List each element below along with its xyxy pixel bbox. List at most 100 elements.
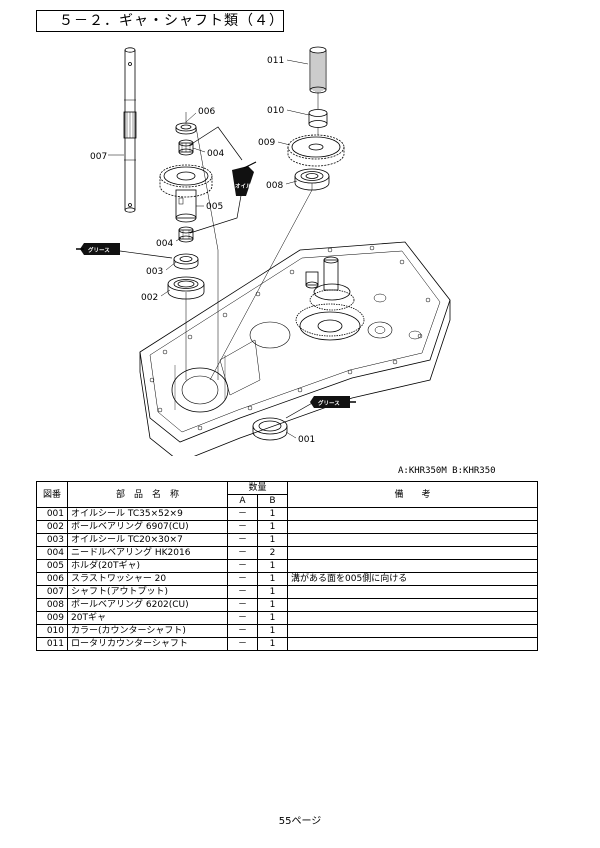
qty-a-cell: － [227, 585, 258, 599]
qty-b-cell: 1 [256, 559, 289, 573]
header-part-name: 部 品 名 称 [67, 481, 228, 508]
grease-tag-left-label: グリース [88, 246, 110, 254]
qty-a-cell: － [227, 598, 258, 612]
fig-no-cell: 004 [36, 546, 68, 560]
fig-no-cell: 007 [36, 585, 68, 599]
table-row: 007 シャフト(アウトプット) － 1 [36, 585, 538, 599]
page-title: ５－２．ギャ・シャフト類（４） [36, 10, 284, 32]
remarks-cell [287, 546, 538, 560]
qty-b-cell: 1 [256, 533, 289, 547]
label-003: 003 [146, 267, 163, 277]
part-name-cell: ロータリカウンターシャフト [67, 637, 228, 651]
fig-no-cell: 001 [36, 507, 68, 521]
header-col-a: A [227, 494, 258, 508]
label-002: 002 [141, 293, 158, 303]
needle-bearing-004-upper [178, 139, 194, 156]
table-row: 001 オイルシール TC35×52×9 － 1 [36, 507, 538, 521]
gearbox-case [139, 241, 451, 456]
qty-a-cell: － [227, 637, 258, 651]
remarks-cell: 溝がある面を005側に向ける [287, 572, 538, 586]
assembly-lines [185, 93, 319, 381]
header-remarks: 備 考 [287, 481, 538, 508]
callout-arrows [119, 126, 315, 419]
fig-no-cell: 010 [36, 624, 68, 638]
remarks-cell [287, 559, 538, 573]
page-number: 55ページ [278, 816, 322, 827]
label-004-lower: 004 [156, 239, 173, 249]
table-row: 003 オイルシール TC20×30×7 － 1 [36, 533, 538, 547]
qty-b-cell: 2 [256, 546, 289, 560]
part-name-cell: ボールベアリング 6202(CU) [67, 598, 228, 612]
qty-a-cell: － [227, 546, 258, 560]
qty-a-cell: － [227, 559, 258, 573]
table-row: 006 スラストワッシャー 20 － 1 溝がある面を005側に向ける [36, 572, 538, 586]
table-row: 005 ホルダ(20Tギャ) － 1 [36, 559, 538, 573]
grease-callout-right: グリース [310, 396, 356, 408]
qty-b-cell: 1 [256, 624, 289, 638]
label-010: 010 [267, 106, 284, 116]
fig-no-cell: 002 [36, 520, 68, 534]
qty-b-cell: 1 [256, 520, 289, 534]
label-005: 005 [206, 202, 223, 212]
fig-no-cell: 008 [36, 598, 68, 612]
internal-gear-cluster [295, 256, 365, 341]
parts-table: 図番 部 品 名 称 数量 備 考 A B 001 オイルシール TC35×52… [36, 481, 538, 651]
fig-no-cell: 006 [36, 572, 68, 586]
remarks-cell [287, 624, 538, 638]
qty-b-cell: 1 [256, 507, 289, 521]
part-name-cell: シャフト(アウトプット) [67, 585, 228, 599]
remarks-cell [287, 637, 538, 651]
qty-a-cell: － [227, 572, 258, 586]
label-006: 006 [198, 107, 215, 117]
grease-callout-left: グリース [76, 243, 120, 255]
remarks-cell [287, 598, 538, 612]
label-004-upper: 004 [207, 149, 224, 159]
qty-b-cell: 1 [256, 572, 289, 586]
part-name-cell: オイルシール TC20×30×7 [67, 533, 228, 547]
table-row: 009 20Tギャ － 1 [36, 611, 538, 625]
table-row: 002 ボールベアリング 6907(CU) － 1 [36, 520, 538, 534]
oil-callout: オイル [232, 161, 257, 196]
needle-bearing-004-lower [178, 226, 194, 243]
gear-20t-009 [287, 134, 345, 167]
fig-no-cell: 005 [36, 559, 68, 573]
label-008: 008 [266, 181, 283, 191]
part-name-cell: カラー(カウンターシャフト) [67, 624, 228, 638]
qty-b-cell: 1 [256, 585, 289, 599]
gear-20t-on-holder [159, 164, 213, 198]
collar-010 [308, 109, 328, 128]
leader-lines [108, 59, 310, 439]
qty-a-cell: － [227, 624, 258, 638]
washer-006 [175, 122, 197, 135]
header-quantity: 数量 [226, 481, 289, 495]
qty-b-cell: 1 [256, 637, 289, 651]
oil-tag-label: オイル [235, 183, 252, 190]
label-001: 001 [298, 435, 315, 445]
table-row: 004 ニードルベアリング HK2016 － 2 [36, 546, 538, 560]
part-name-cell: 20Tギャ [67, 611, 228, 625]
qty-a-cell: － [227, 533, 258, 547]
header-fig-no: 図番 [36, 481, 68, 508]
fig-no-cell: 009 [36, 611, 68, 625]
holder-005 [175, 189, 197, 223]
part-name-cell: ホルダ(20Tギャ) [67, 559, 228, 573]
model-legend: A:KHR350M B:KHR350 [398, 466, 496, 476]
header-col-b: B [256, 494, 289, 508]
remarks-cell [287, 507, 538, 521]
label-007: 007 [90, 152, 107, 162]
fig-no-cell: 011 [36, 637, 68, 651]
remarks-cell [287, 533, 538, 547]
label-011: 011 [267, 56, 284, 66]
fig-no-cell: 003 [36, 533, 68, 547]
qty-b-cell: 1 [256, 611, 289, 625]
table-row: 011 ロータリカウンターシャフト － 1 [36, 637, 538, 651]
exploded-parts-diagram: オイル グリース グリース 007 006 004 005 004 003 00… [76, 46, 451, 456]
remarks-cell [287, 520, 538, 534]
table-row: 010 カラー(カウンターシャフト) － 1 [36, 624, 538, 638]
qty-a-cell: － [227, 520, 258, 534]
rotary-countershaft-011 [309, 46, 327, 94]
oil-seal-003 [173, 253, 199, 270]
oil-seal-001 [252, 417, 288, 441]
qty-a-cell: － [227, 507, 258, 521]
remarks-cell [287, 585, 538, 599]
